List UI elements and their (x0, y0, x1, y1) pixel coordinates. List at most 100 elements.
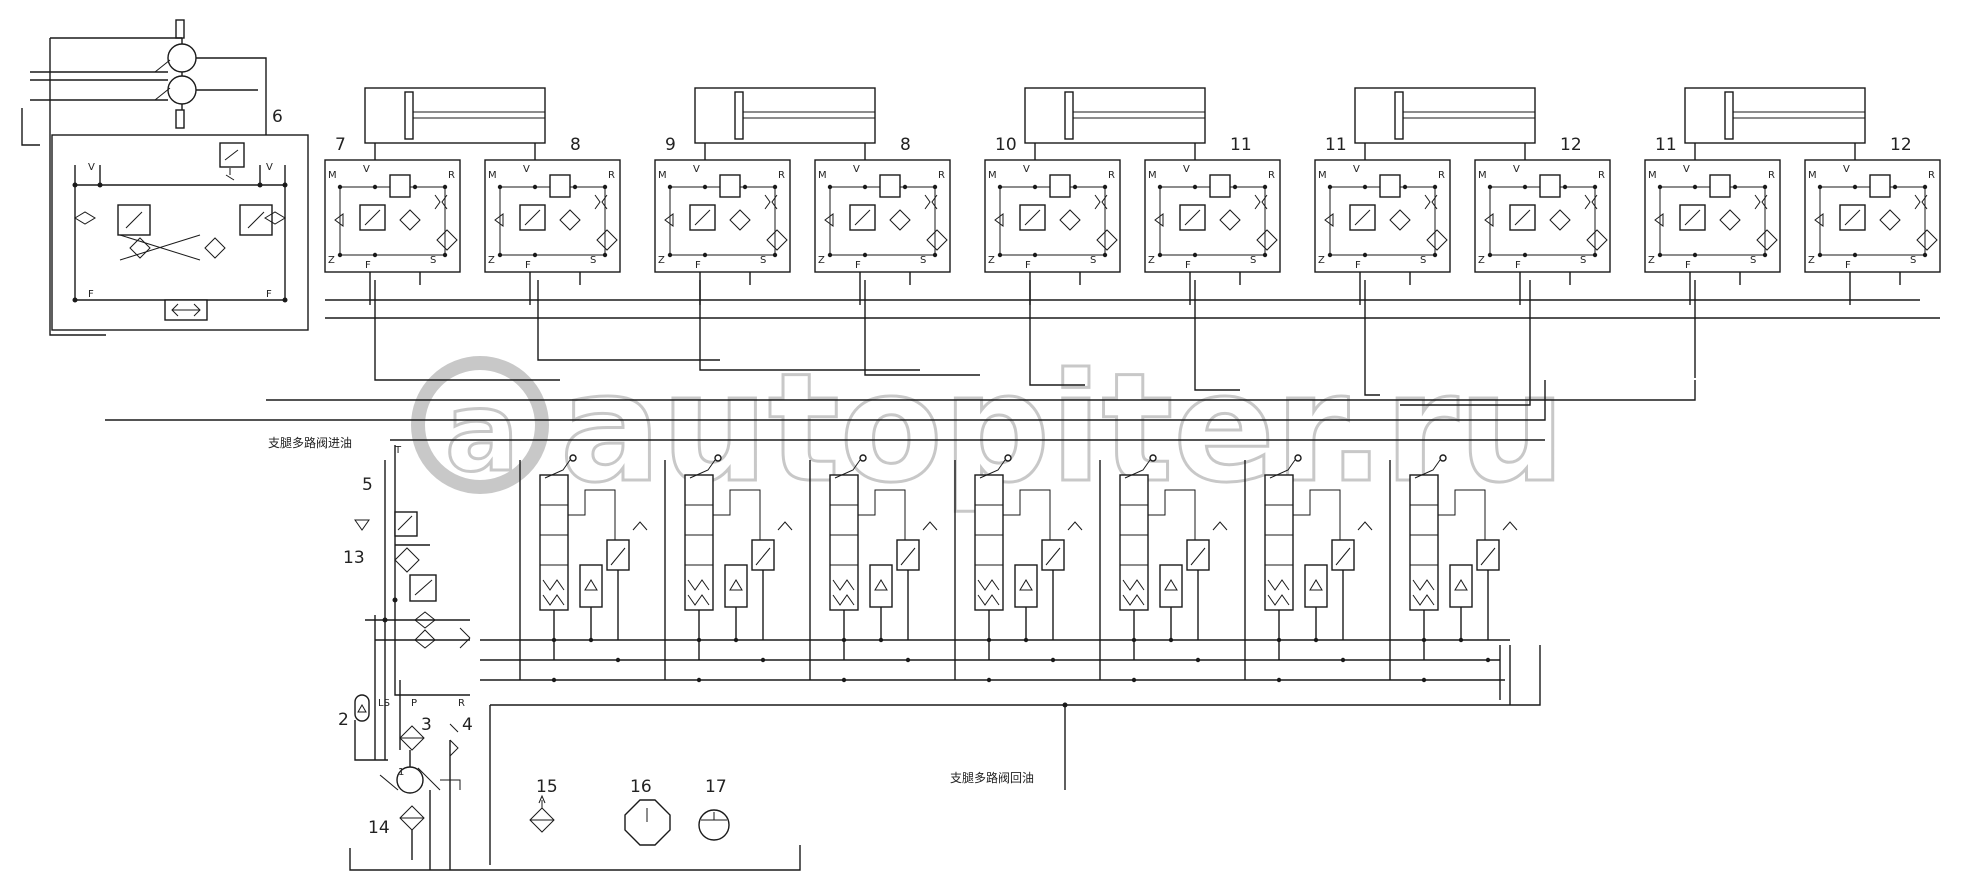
orifice-mark (922, 521, 938, 531)
cylinder-piston (404, 91, 414, 140)
junction-dot (372, 184, 378, 190)
spool-divider (1410, 504, 1438, 566)
junction-dot (902, 184, 908, 190)
port-letter: Z (1478, 255, 1485, 266)
valve-section-2 (664, 454, 793, 683)
block-left-number: 11 (1325, 135, 1347, 155)
compensator-box (724, 564, 748, 608)
spool-divider (1120, 504, 1148, 566)
junction-dot (862, 184, 868, 190)
valve-arrow (1024, 209, 1041, 226)
pilot-valve (1709, 174, 1731, 198)
throttle-symbol (1754, 194, 1768, 210)
port-letter: V (1353, 164, 1360, 175)
spring-symbol (832, 579, 855, 606)
orifice-mark (1067, 521, 1083, 531)
component-3-label: 3 (421, 715, 432, 735)
spool-lever (1414, 459, 1441, 479)
junction-dot (497, 252, 503, 258)
section-line (954, 460, 1054, 680)
port-v-right: V (266, 162, 273, 173)
section-line (664, 460, 764, 680)
junction-dot (497, 184, 503, 190)
port-letter: F (1685, 260, 1691, 271)
spool-lever (1269, 459, 1296, 479)
orifice-mark (1502, 521, 1518, 531)
pilot-valve (719, 174, 741, 198)
compensator-box (1014, 564, 1038, 608)
junction-dot (997, 184, 1003, 190)
junction-dot (442, 252, 448, 258)
valve-arrow (694, 209, 711, 226)
shuttle-symbol (824, 213, 834, 227)
port-p: P (411, 698, 417, 709)
spool-divider (540, 504, 568, 566)
cylinder-barrel (1684, 87, 1866, 144)
cylinder-barrel (364, 87, 546, 144)
port-letter: Z (488, 255, 495, 266)
junction-dot (862, 252, 868, 258)
junction-dot (1192, 184, 1198, 190)
throttle-symbol (1094, 194, 1108, 210)
relief-box (1186, 539, 1210, 571)
port-letter: M (1808, 170, 1817, 181)
throttle-symbol (1424, 194, 1438, 210)
junction-dot (1362, 184, 1368, 190)
junction-dot (1522, 184, 1528, 190)
cylinder-piston (1064, 91, 1074, 140)
pilot-valve (1049, 174, 1071, 198)
filter-symbol (1586, 229, 1608, 251)
port-letter: R (778, 170, 785, 181)
spool-body (1264, 474, 1294, 611)
junction-dot (1362, 252, 1368, 258)
junction-dot (1432, 184, 1438, 190)
lever-knob (1439, 454, 1447, 462)
component-5-label: 5 (362, 475, 373, 495)
junction-dot (337, 252, 343, 258)
orifice-mark (632, 521, 648, 531)
shuttle-symbol (664, 213, 674, 227)
junction-dot (1032, 252, 1038, 258)
port-letter: V (523, 164, 530, 175)
spool-lever (834, 459, 861, 479)
junction-dot (702, 184, 708, 190)
section-line (1099, 460, 1199, 680)
port-letter: Z (818, 255, 825, 266)
cylinder-port-line (1364, 143, 1526, 160)
port-letter: V (1683, 164, 1690, 175)
port-letter: R (1438, 170, 1445, 181)
cylinder-port-line (704, 143, 866, 160)
junction-dot (1262, 252, 1268, 258)
cylinder-rod (1733, 111, 1865, 119)
spool-divider (1265, 504, 1293, 566)
valve-section-4 (954, 454, 1083, 683)
port-letter: M (658, 170, 667, 181)
throttle-symbol (1914, 194, 1928, 210)
valve-section-5 (1099, 454, 1228, 683)
junction-dot (572, 184, 578, 190)
throttle-symbol (434, 194, 448, 210)
cylinder-4 (1354, 87, 1536, 160)
junction-dot (1817, 184, 1823, 190)
cylinder-barrel (1354, 87, 1536, 144)
junction-dot (1657, 252, 1663, 258)
cylinder-port-line (374, 143, 536, 160)
block-right-number: 12 (1890, 135, 1912, 155)
port-letter: F (1025, 260, 1031, 271)
port-letter: Z (988, 255, 995, 266)
orifice-symbol (729, 209, 751, 231)
filter-symbol (1256, 229, 1278, 251)
section-pilot-line (858, 489, 906, 540)
port-letter: R (1768, 170, 1775, 181)
compensator-arrow (729, 579, 743, 591)
section-line (1244, 460, 1344, 680)
valve-arrow (1354, 209, 1371, 226)
relief-valve-block-6: V V F F 6 (51, 107, 309, 331)
cylinder-row (364, 87, 1866, 160)
pilot-valve (549, 174, 571, 198)
